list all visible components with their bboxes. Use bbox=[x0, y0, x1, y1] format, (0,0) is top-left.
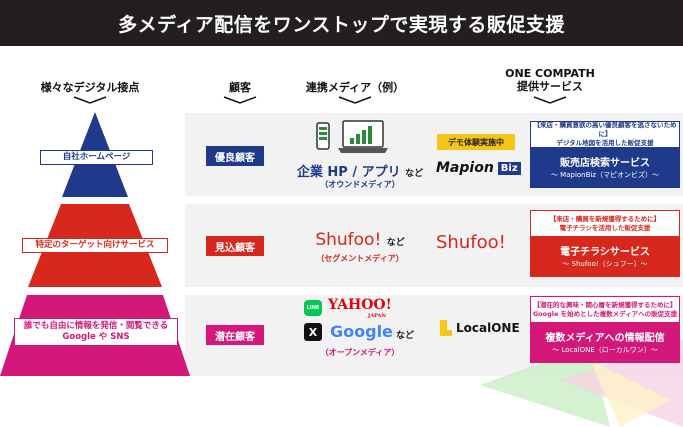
localone-mark-icon bbox=[440, 320, 452, 336]
service-title-box: 販売店検索サービス ～ MapionBiz（マピオンビズ）～ bbox=[530, 148, 680, 188]
media-segment-title: Shufoo! など bbox=[315, 230, 405, 250]
service-card-shufoo: 【来店・購買を新規獲得するために】 電子チラシを活用した販促支援 電子チラシサー… bbox=[530, 210, 680, 277]
mapionbiz-logo: Mapion Biz bbox=[436, 158, 526, 178]
demo-badge: デモ体験実施中 bbox=[437, 134, 515, 150]
chevron-down-icon bbox=[73, 96, 107, 104]
media-owned-title: 企業 HP / アプリ など bbox=[296, 165, 424, 180]
customer-badge-prospect: 見込顧客 bbox=[206, 236, 264, 256]
touchpoint-label-1: 自社ホームページ bbox=[40, 150, 153, 165]
laptop-chart-icon bbox=[338, 120, 388, 153]
customer-badge-loyal: 優良顧客 bbox=[206, 146, 264, 166]
touchpoint-label-2: 特定のターゲット向けサービス bbox=[22, 238, 168, 253]
header-media: 連携メディア（例） bbox=[305, 81, 405, 94]
media-open-suffix: など bbox=[396, 331, 415, 341]
customer-badge-potential: 潜在顧客 bbox=[206, 325, 264, 345]
header-services-line1: ONE COMPATH bbox=[505, 67, 595, 80]
yahoo-logo: YAHOO! JAPAN bbox=[328, 297, 392, 320]
service-caption: 【来店・購買意欲の高い優良顧客を逃さないために】 デジタル地図を活用した販促支援 bbox=[530, 121, 680, 148]
smartphone-icon bbox=[316, 122, 330, 150]
google-logo: Google bbox=[330, 322, 393, 341]
header-customers: 顧客 bbox=[229, 81, 251, 94]
header-touchpoints: 様々なデジタル接点 bbox=[40, 81, 140, 94]
header-services: ONE COMPATH 提供サービス bbox=[480, 67, 620, 93]
title-banner: 多メディア配信をワンストップで実現する販促支援 bbox=[0, 0, 683, 46]
banner-title: 多メディア配信をワンストップで実現する販促支援 bbox=[118, 13, 565, 36]
localone-logo: LocalONE bbox=[440, 318, 530, 338]
chevron-down-icon bbox=[533, 96, 567, 104]
media-segment-sub: （セグメントメディア） bbox=[316, 254, 404, 263]
header-services-line2: 提供サービス bbox=[517, 80, 583, 93]
service-card-mapionbiz: 【来店・購買意欲の高い優良顧客を逃さないために】 デジタル地図を活用した販促支援… bbox=[530, 121, 680, 188]
x-icon: X bbox=[304, 323, 322, 341]
touchpoint-label-3: 誰でも自由に情報を発信・閲覧できる Google や SNS bbox=[14, 318, 178, 346]
service-title-box: 複数メディアへの情報配信 ～ LocalONE（ローカルワン）～ bbox=[530, 323, 680, 363]
service-card-localone: 【潜在的な興味・関心層を新規獲得するために】 Google を始めとした複数メデ… bbox=[530, 296, 680, 363]
shufoo-logo: Shufoo! bbox=[436, 232, 506, 253]
service-caption: 【来店・購買を新規獲得するために】 電子チラシを活用した販促支援 bbox=[530, 210, 680, 237]
chevron-down-icon bbox=[223, 96, 257, 104]
service-title-box: 電子チラシサービス ～ Shufoo!（シュフー）～ bbox=[530, 237, 680, 277]
media-owned-sub: （オウンドメディア） bbox=[320, 180, 400, 189]
chevron-down-icon bbox=[338, 96, 372, 104]
service-caption: 【潜在的な興味・関心層を新規獲得するために】 Google を始めとした複数メデ… bbox=[530, 296, 680, 323]
media-open-sub: （オープンメディア） bbox=[320, 348, 400, 357]
line-icon: LINE bbox=[304, 300, 322, 316]
